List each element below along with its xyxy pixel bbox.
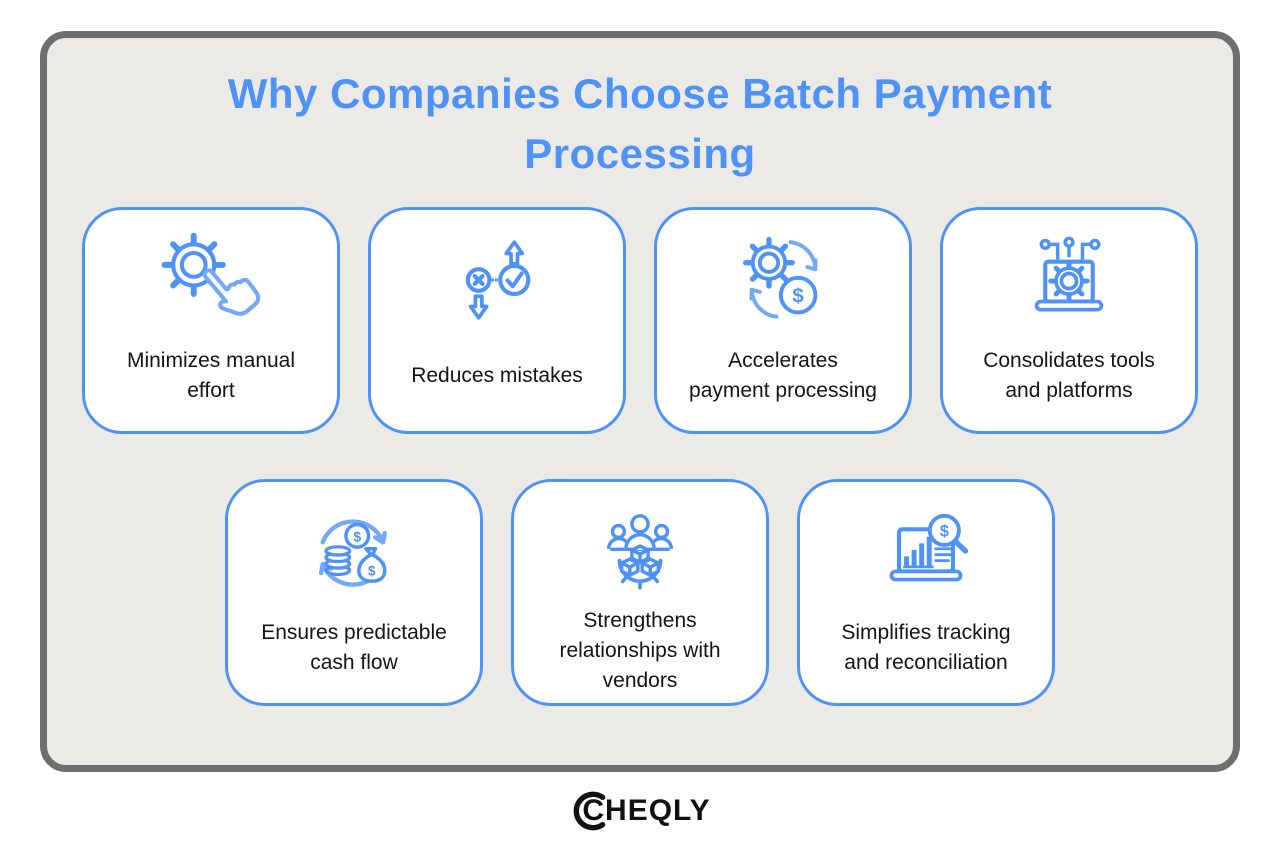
benefit-card-label: Simplifies tracking and reconciliation [841,620,1011,674]
benefit-row-1: Minimizes manual effort Reduces mistakes… [47,207,1233,435]
benefit-card: Ensures predictable cash flow [225,479,483,707]
benefit-card: Accelerates payment processing [654,207,912,435]
brand-logo: CHEQLY [0,783,1280,839]
gear-hand-icon [157,226,265,334]
benefit-card: Reduces mistakes [368,207,626,435]
benefit-card-label: Minimizes manual effort [126,348,296,402]
benefit-card: Minimizes manual effort [82,207,340,435]
benefit-row-2: Ensures predictable cash flow Strengthen… [47,479,1233,707]
benefit-card: Consolidates tools and platforms [940,207,1198,435]
vendor-team-icon [586,498,694,606]
brand-logo-text: CHEQLY [582,794,711,827]
infographic-panel: Why Companies Choose Batch Payment Proce… [40,31,1240,772]
benefit-card-label: Consolidates tools and platforms [983,348,1155,402]
benefit-card-label: Ensures predictable cash flow [261,620,447,674]
benefit-card: Simplifies tracking and reconciliation [797,479,1055,707]
benefit-card-label: Accelerates payment processing [689,348,877,402]
analytics-search-icon [872,498,980,606]
page-title: Why Companies Choose Batch Payment Proce… [227,70,1053,178]
cheqly-c-mark-icon [573,791,606,831]
laptop-gear-icon [1015,226,1123,334]
gear-dollar-sync-icon [729,226,837,334]
error-check-flow-icon [443,226,551,334]
cash-cycle-icon [300,498,408,606]
benefit-card-label: Strengthens relationships with vendors [559,609,721,692]
benefit-card: Strengthens relationships with vendors [511,479,769,707]
benefit-card-label: Reduces mistakes [411,363,583,387]
